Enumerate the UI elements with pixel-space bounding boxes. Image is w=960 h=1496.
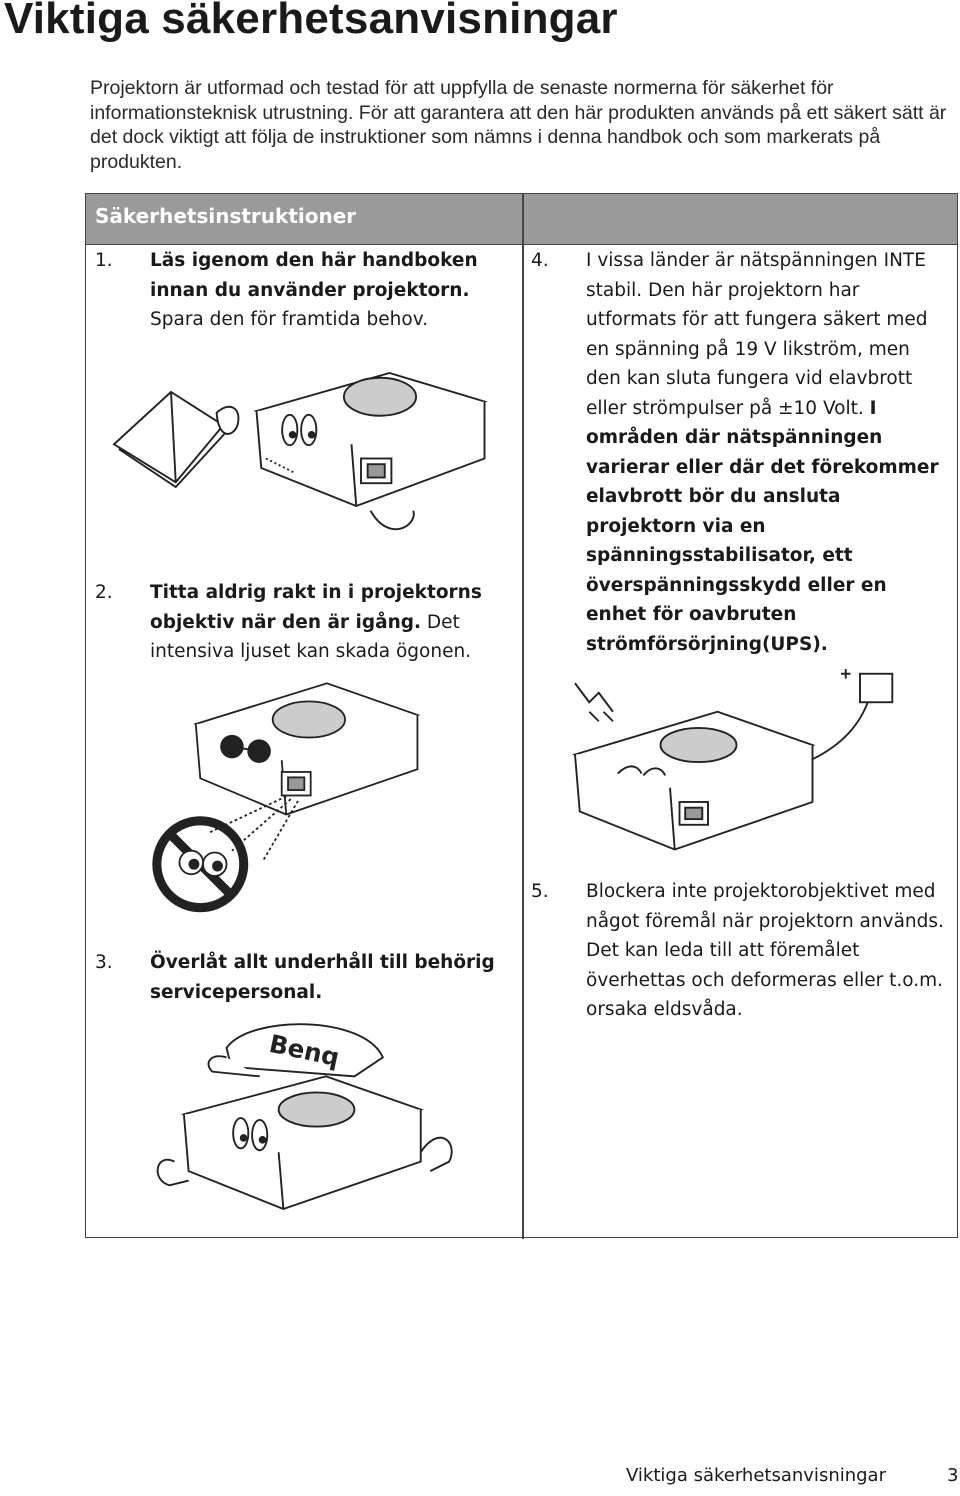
page-title: Viktiga säkerhetsanvisningar [4,0,618,43]
item-number: 3. [95,952,113,973]
item-bold-text: Läs igenom den här handboken innan du an… [150,250,478,301]
item-bold-text: I områden där nätspänningen varierar ell… [586,397,939,655]
projector-reading-manual-illustration [112,372,488,531]
column-divider [522,194,524,1239]
projector-power-adapter-illustration [571,669,894,851]
item-bold-text: Överlåt allt underhåll till behörig serv… [150,952,495,1003]
item-normal-text: I vissa länder är nätspänningen INTE sta… [586,250,928,419]
item-number: 1. [95,250,113,271]
intro-paragraph: Projektorn är utformad och testad för at… [90,77,947,173]
item-bold-text: Titta aldrig rakt in i projektorns objek… [150,582,482,633]
box-header: Säkerhetsinstruktioner [86,194,957,245]
item-normal-text: Det intensiva ljuset kan skada ögonen. [150,611,472,663]
projector-service-illustration: Benq [156,1023,453,1211]
footer-page-number: 3 [947,1465,959,1486]
item-normal-text: Blockera inte projektorobjektivet med nå… [586,881,944,1020]
item-number: 4. [531,250,549,271]
projector-no-staring-illustration [152,682,421,913]
footer-section-label: Viktiga säkerhetsanvisningar [626,1465,886,1486]
item-normal-text: Spara den för framtida behov. [150,309,429,330]
item-number: 5. [531,881,549,902]
item-number: 2. [95,582,113,603]
box-header-label: Säkerhetsinstruktioner [95,204,357,228]
safety-instructions-box: Säkerhetsinstruktioner 1. Läs igenom den… [85,193,958,1239]
